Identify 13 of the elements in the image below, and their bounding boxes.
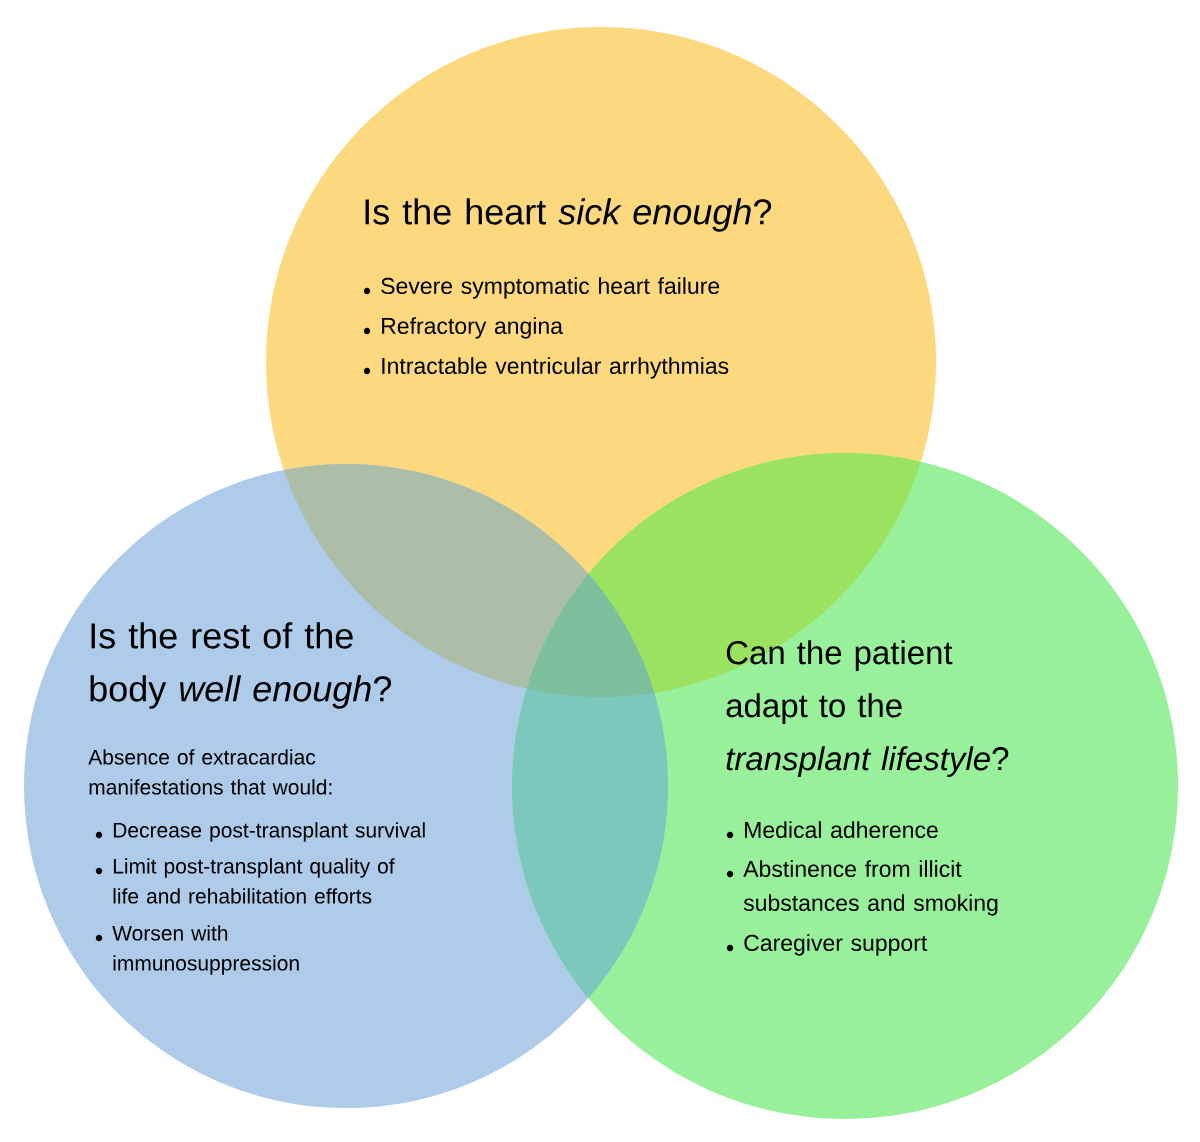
heading: Is the heart sick enough? xyxy=(365,198,772,232)
bullet-item: Severe symptomatic heart failure xyxy=(363,277,720,299)
bullet-item: Intractable ventricular arrhythmias xyxy=(363,357,729,379)
heading: Is the rest of the body well enough? xyxy=(90,622,392,709)
bullet-item: Limit post-transplant quality of life and rehabilitation efforts xyxy=(95,858,395,904)
bullet-item: Caregiver support xyxy=(726,934,928,956)
bullet-item: Medical adherence xyxy=(726,821,938,839)
bullet-item: Refractory angina xyxy=(363,317,563,339)
bullet-item: Decrease post-transplant survival xyxy=(95,822,425,842)
heading: Can the patient adapt to the transplant lifestyle? xyxy=(726,640,1009,777)
text-paragraph: Absence of extracardiac manifestations that would: xyxy=(88,749,332,795)
bullet-item: Abstinence from illicit substances and smoking xyxy=(726,860,998,916)
bullet-item: Worsen with immunosuppression xyxy=(95,925,299,975)
